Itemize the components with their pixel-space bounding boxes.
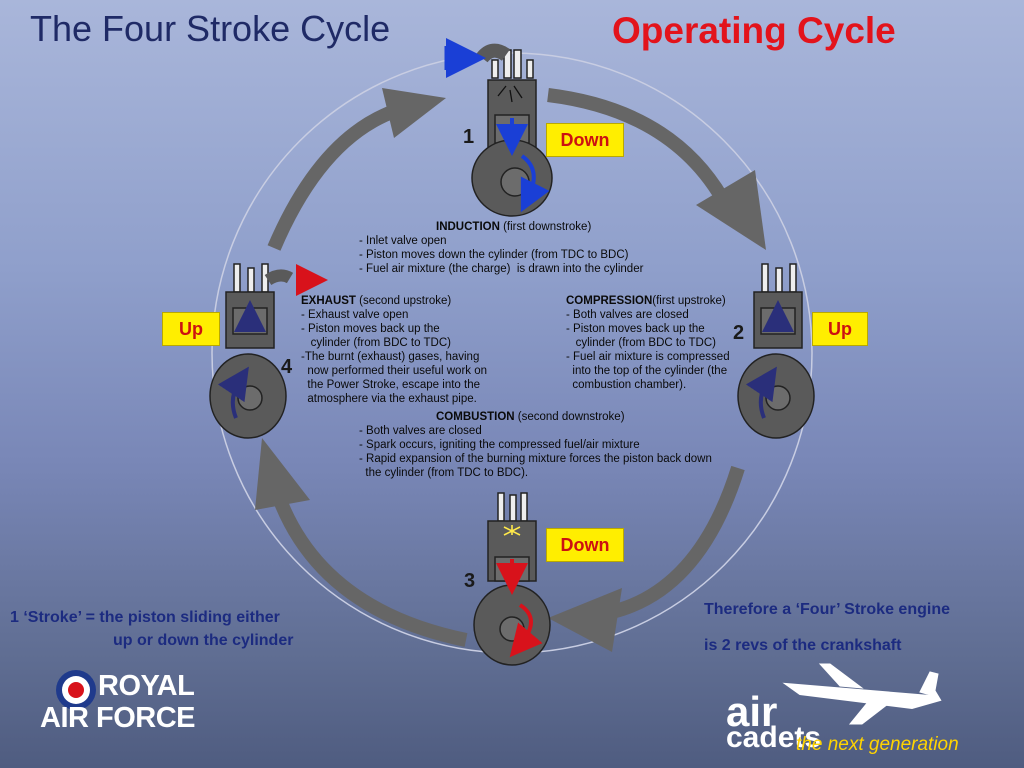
induction-heading: INDUCTION (first downstroke) [436, 220, 591, 234]
combustion-subtitle: (second downstroke) [514, 411, 625, 423]
compression-heading: COMPRESSION(first upstroke) [566, 294, 726, 308]
raf-line2: AIR FORCE [40, 702, 196, 734]
conclusion-line2: is 2 revs of the crankshaft [704, 637, 902, 654]
stroke-definition-line2: up or down the cylinder [113, 632, 294, 649]
induction-subtitle: (first downstroke) [499, 221, 592, 233]
raf-roundel [56, 670, 96, 710]
direction-box-3: Down [546, 528, 624, 562]
page-title: The Four Stroke Cycle [30, 8, 391, 49]
induction-description: - Inlet valve open - Piston moves down t… [359, 235, 644, 275]
compression-title: COMPRESSION [566, 295, 653, 307]
cycle-arrow-head-bottom-right [548, 588, 622, 652]
air-cadets-logo: air cadets the next generation [722, 660, 1022, 760]
engine-combustion [473, 492, 551, 666]
step-number-2: 2 [733, 322, 745, 344]
page-subtitle: Operating Cycle [612, 10, 896, 51]
cycle-arrow-top-left [267, 105, 395, 251]
engine-exhaust [209, 263, 294, 439]
combustion-title: COMBUSTION [436, 411, 515, 423]
cadets-air: air [726, 688, 778, 735]
exhaust-subtitle: (second upstroke) [355, 295, 452, 307]
exhaust-title: EXHAUST [301, 295, 356, 307]
cadets-tagline: the next generation [796, 734, 959, 755]
cycle-arrow-bottom-right [610, 465, 745, 619]
compression-subtitle: (first upstroke) [652, 295, 726, 307]
direction-box-4: Up [162, 312, 220, 346]
step-number-1: 1 [463, 126, 475, 148]
induction-title: INDUCTION [436, 221, 500, 233]
cadets-aircraft [782, 663, 942, 725]
raf-logo: ROYAL AIR FORCE [40, 670, 196, 734]
cycle-arrow-head-top-right [696, 170, 766, 250]
cycle-arrow-bottom-left [271, 492, 468, 647]
combustion-description: - Both valves are closed - Spark occurs,… [359, 425, 712, 479]
compression-description: - Both valves are closed - Piston moves … [566, 309, 730, 391]
direction-box-1: Down [546, 123, 624, 157]
stroke-definition-line1: 1 ‘Stroke’ = the piston sliding either [10, 609, 280, 626]
step-number-3: 3 [464, 570, 476, 592]
direction-box-2: Up [812, 312, 868, 346]
cadets-word: cadets [726, 721, 822, 754]
combustion-heading: COMBUSTION (second downstroke) [436, 410, 625, 424]
raf-line1: ROYAL [98, 670, 195, 702]
cycle-arrow-top-right [547, 88, 729, 202]
engine-induction [471, 43, 553, 217]
engine-compression [737, 263, 815, 439]
conclusion-line1: Therefore a ‘Four’ Stroke engine [704, 601, 950, 618]
exhaust-description: - Exhaust valve open - Piston moves back… [301, 309, 488, 405]
exhaust-heading: EXHAUST (second upstroke) [301, 294, 451, 308]
cycle-arrow-head-bottom-left [255, 438, 310, 510]
step-number-4: 4 [281, 356, 293, 378]
cycle-arrow-head-top-left [382, 88, 446, 138]
